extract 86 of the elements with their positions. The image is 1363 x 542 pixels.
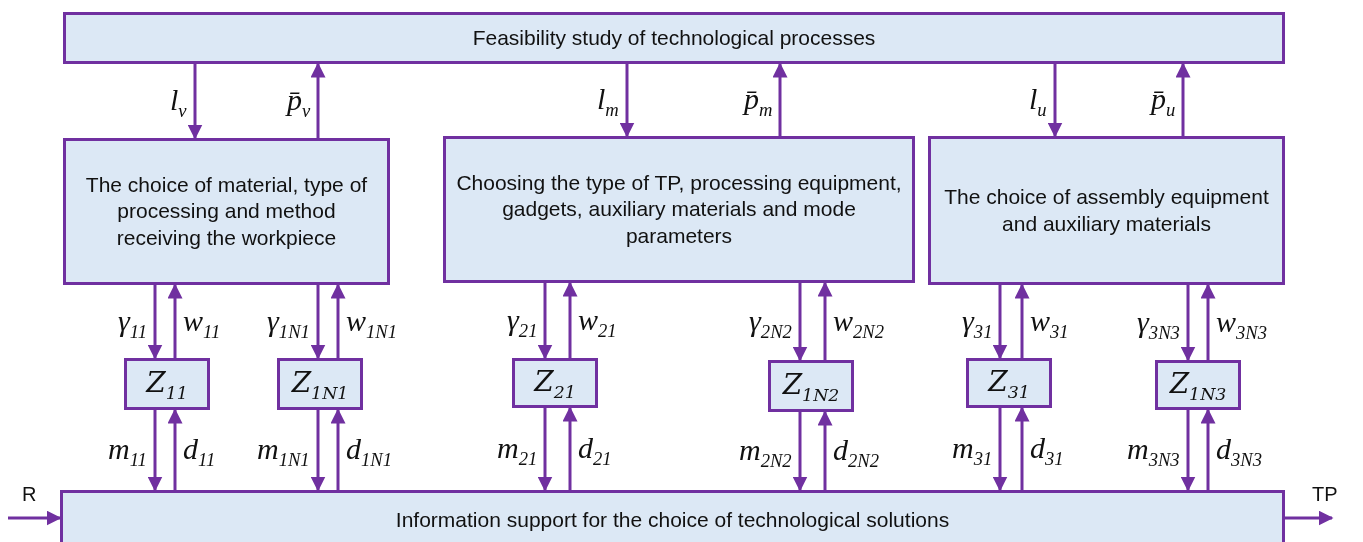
arrow bbox=[330, 283, 346, 358]
block-symbol: Z$_{1N2}$ bbox=[782, 367, 840, 405]
edge-label: d$_{21}$ bbox=[578, 433, 612, 469]
edge-label: γ$_{1N1}$ bbox=[267, 305, 310, 342]
edge-label: d$_{1N1}$ bbox=[346, 434, 392, 470]
edge-label: γ$_{31}$ bbox=[962, 305, 993, 342]
arrow bbox=[310, 62, 326, 138]
arrow bbox=[792, 283, 808, 362]
block-box bbox=[124, 358, 210, 410]
edge-label: w$_{1N1}$ bbox=[346, 305, 397, 342]
edge-label: d$_{11}$ bbox=[183, 434, 216, 470]
arrow bbox=[330, 408, 346, 490]
arrow bbox=[792, 412, 808, 492]
block-box bbox=[512, 358, 598, 408]
arrow bbox=[147, 285, 163, 360]
edge-label: γ$_{2N2}$ bbox=[749, 305, 792, 342]
process-box bbox=[63, 138, 390, 285]
edge-label: l$_{m}$ bbox=[597, 84, 619, 120]
arrow bbox=[1047, 64, 1063, 138]
block-symbol: Z$_{31}$ bbox=[988, 364, 1030, 402]
edge-label: γ$_{21}$ bbox=[507, 304, 538, 341]
box-text: Feasibility study of technological processes bbox=[471, 24, 877, 51]
block-box bbox=[768, 360, 854, 412]
block-box bbox=[1155, 360, 1241, 410]
arrow bbox=[1180, 285, 1196, 362]
arrow bbox=[310, 410, 326, 492]
process-box bbox=[928, 136, 1285, 285]
arrow bbox=[187, 64, 203, 140]
edge-label: w$_{11}$ bbox=[183, 305, 221, 342]
arrow bbox=[1014, 283, 1030, 358]
arrow bbox=[537, 283, 553, 360]
arrow bbox=[1285, 510, 1334, 526]
edge-label: p̄$_{v}$ bbox=[287, 85, 311, 121]
edge-label: TP bbox=[1312, 484, 1338, 504]
process-box bbox=[60, 490, 1285, 542]
edge-label: d$_{31}$ bbox=[1030, 433, 1064, 469]
arrow bbox=[992, 408, 1008, 492]
block-symbol: Z$_{1N3}$ bbox=[1169, 366, 1227, 404]
arrow bbox=[167, 283, 183, 358]
arrow bbox=[537, 408, 553, 492]
edge-label: m$_{31}$ bbox=[952, 433, 993, 469]
arrow bbox=[1014, 406, 1030, 490]
block-symbol: Z$_{1N1}$ bbox=[291, 365, 349, 403]
arrow bbox=[1200, 408, 1216, 490]
arrow bbox=[772, 62, 788, 136]
arrow bbox=[992, 285, 1008, 360]
edge-label: γ$_{3N3}$ bbox=[1137, 306, 1180, 343]
process-box bbox=[443, 136, 915, 283]
process-box bbox=[63, 12, 1285, 64]
edge-label: m$_{2N2}$ bbox=[739, 435, 792, 471]
edge-label: w$_{31}$ bbox=[1030, 305, 1069, 342]
block-symbol: Z$_{11}$ bbox=[146, 365, 188, 403]
arrow bbox=[167, 408, 183, 490]
edge-label: w$_{2N2}$ bbox=[833, 305, 884, 342]
arrow bbox=[817, 410, 833, 490]
edge-label: R bbox=[22, 484, 37, 504]
edge-label: m$_{1N1}$ bbox=[257, 434, 310, 470]
arrow bbox=[147, 410, 163, 492]
edge-label: m$_{21}$ bbox=[497, 433, 538, 469]
block-box bbox=[966, 358, 1052, 408]
arrow bbox=[8, 510, 62, 526]
arrow bbox=[1175, 62, 1191, 136]
box-text: Information support for the choice of technological solutions bbox=[394, 506, 951, 533]
arrow bbox=[1180, 410, 1196, 492]
arrow bbox=[817, 281, 833, 360]
arrow bbox=[1200, 283, 1216, 360]
block-symbol: Z$_{21}$ bbox=[534, 364, 576, 402]
edge-label: d$_{2N2}$ bbox=[833, 435, 879, 471]
edge-label: l$_{v}$ bbox=[170, 85, 187, 121]
edge-label: w$_{3N3}$ bbox=[1216, 306, 1267, 343]
edge-label: p̄$_{u}$ bbox=[1151, 84, 1176, 120]
edge-label: m$_{11}$ bbox=[108, 434, 147, 470]
box-text: The choice of assembly equipment and auxiliary materials bbox=[943, 184, 1270, 237]
edge-label: l$_{u}$ bbox=[1029, 84, 1047, 120]
arrow bbox=[562, 281, 578, 358]
block-box bbox=[277, 358, 363, 410]
box-text: Choosing the type of TP, processing equipment, gadgets, auxiliary materials and mode parameters bbox=[455, 170, 903, 249]
edge-label: d$_{3N3}$ bbox=[1216, 434, 1262, 470]
arrow bbox=[619, 64, 635, 138]
box-text: The choice of material, type of processing and method receiving the workpiece bbox=[84, 172, 369, 251]
edge-label: p̄$_{m}$ bbox=[744, 84, 773, 120]
arrow bbox=[310, 285, 326, 360]
arrow bbox=[562, 406, 578, 490]
edge-label: w$_{21}$ bbox=[578, 304, 617, 341]
edge-label: γ$_{11}$ bbox=[118, 305, 148, 342]
edge-label: m$_{3N3}$ bbox=[1127, 434, 1180, 470]
